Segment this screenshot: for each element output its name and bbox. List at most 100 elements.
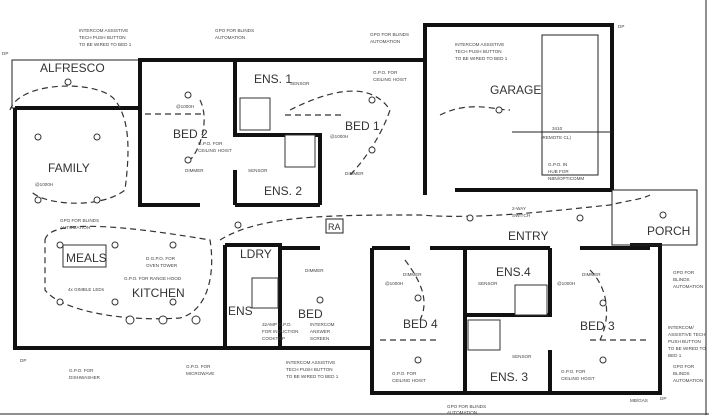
- room-kitchen: KITCHEN: [132, 286, 185, 300]
- note-dp-garage: DP: [618, 24, 624, 29]
- note-oven-2: OVEN TOWER: [146, 263, 178, 268]
- note-remote-dim: 3410: [552, 126, 563, 131]
- note-height-bed3: @1000H: [557, 281, 575, 286]
- annotations: INTERCOM ASSISTIVE TECH PUSH BUTTON TO B…: [2, 24, 706, 415]
- room-bed-2: BED 2: [173, 127, 208, 141]
- note-gimble: 4x GIMBLE LEDs: [68, 287, 105, 292]
- room-meals: MEALS: [66, 251, 107, 265]
- note-intercom-bottom-2: TECH PUSH BUTTON: [286, 367, 333, 372]
- note-hub-1: G.P.O. IN: [548, 162, 567, 167]
- note-intercom-bottom-3: TO BE WIRED TO BED 1: [286, 374, 339, 379]
- note-induction-3: COOKTOP: [262, 336, 285, 341]
- note-hoist-bed1-1: G.P.O. FOR: [373, 70, 398, 75]
- note-hoist-bed1-2: CEILING HOIST: [373, 77, 407, 82]
- return-air-label: RA: [328, 222, 341, 232]
- note-height-bed4: @1000H: [385, 281, 403, 286]
- note-intercom-bottom-1: INTERCOM ASSISTIVE: [286, 360, 335, 365]
- note-blinds-family-1: GPO FOR BLINDS: [60, 218, 99, 223]
- note-blinds-top2-2: AUTOMATION: [370, 39, 400, 44]
- note-answer-3: SCREEN: [310, 336, 329, 341]
- room-ldry: LDRY: [240, 247, 272, 261]
- note-mbgas: MB/GAS: [630, 398, 648, 403]
- note-blinds-r1-2: BLINDS: [673, 277, 690, 282]
- note-switch-2: SWITCH: [512, 213, 530, 218]
- note-dimmer-bed1: DIMMER: [345, 171, 364, 176]
- room-ens-1: ENS. 1: [254, 72, 292, 86]
- walls: [11, 23, 698, 395]
- note-intercom-garage-3: TO BE WIRED TO BED 1: [455, 56, 508, 61]
- note-dishwasher-2: DISHWASHER: [69, 375, 101, 380]
- note-hoist-bed2-1: G.P.O. FOR: [198, 141, 223, 146]
- note-switch-1: 2-WAY: [512, 206, 526, 211]
- note-induction-2: FOR INDUCTION: [262, 329, 299, 334]
- note-hoist-bed3-1: G.P.O. FOR: [561, 369, 586, 374]
- room-ens-2: ENS. 2: [264, 184, 302, 198]
- room-family: FAMILY: [48, 161, 90, 175]
- note-microwave-2: MICROWAVE: [186, 371, 214, 376]
- note-intercom-r-1: INTERCOM/: [668, 325, 694, 330]
- meals-table: [62, 244, 107, 268]
- note-sensor-ens1: SENSOR: [290, 81, 310, 86]
- note-height-bed2: @1000H: [176, 104, 194, 109]
- room-porch: PORCH: [647, 224, 690, 238]
- note-blinds-top2-1: GPO FOR BLINDS: [370, 32, 409, 37]
- room-ens-3: ENS. 3: [490, 370, 528, 384]
- note-blinds-top-1: GPO FOR BLINDS: [215, 28, 254, 33]
- note-hoist-bed3-2: CEILING HOIST: [561, 376, 595, 381]
- room-garage: GARAGE: [490, 83, 541, 97]
- note-intercom-garage-1: INTERCOM ASSISTIVE: [455, 42, 504, 47]
- note-intercom-garage-2: TECH PUSH BUTTON: [455, 49, 502, 54]
- note-dimmer-bed: DIMMER: [305, 268, 324, 273]
- note-hoist-bed4-1: G.P.O. FOR: [392, 371, 417, 376]
- note-sensor-ens2: SENSOR: [248, 168, 268, 173]
- note-hoist-bed4-2: CEILING HOIST: [392, 378, 426, 383]
- note-intercom-r-2: ASSISTIVE TECH: [668, 332, 705, 337]
- note-dp-tl: DP: [2, 51, 8, 56]
- note-hub-3: NBN/OPTICOMM: [548, 176, 584, 181]
- note-blinds-r2-2: BLINDS: [673, 371, 690, 376]
- bathroom-showers: [239, 97, 548, 351]
- note-dimmer-bed4: DIMMER: [403, 272, 422, 277]
- note-answer-2: ANSWER: [310, 329, 331, 334]
- room-ens: ENS: [228, 304, 253, 318]
- note-sensor-ens3: SENSOR: [512, 354, 532, 359]
- note-hub-2: HUB FOR: [548, 169, 569, 174]
- note-height-family: @1000H: [35, 182, 53, 187]
- room-bed: BED: [298, 307, 323, 321]
- note-remote-cl: (REMOTE CL): [541, 135, 571, 140]
- note-blinds-r1-1: GPO FOR: [673, 270, 695, 275]
- room-bed-4: BED 4: [403, 317, 438, 331]
- note-induction-1: 32AMP G.P.O.: [262, 322, 292, 327]
- note-blinds-r1-3: AUTOMATION: [673, 284, 703, 289]
- note-blinds-r2-1: GPO FOR: [673, 364, 695, 369]
- garage-car-space: [512, 34, 612, 176]
- note-dimmer-bed2: DIMMER: [185, 168, 204, 173]
- note-intercom-r-3: PUSH BUTTON: [668, 339, 701, 344]
- note-intercom-r-5: BED 1: [668, 353, 682, 358]
- note-oven-1: D.G.P.O. FOR: [146, 256, 176, 261]
- note-blinds-bottom-2: AUTOMATION: [447, 410, 477, 415]
- room-ens-4: ENS.4: [496, 265, 531, 279]
- note-dp-bl: DP: [20, 358, 26, 363]
- room-entry: ENTRY: [508, 229, 548, 243]
- light-fixtures: [34, 78, 667, 364]
- note-blinds-r2-3: AUTOMATION: [673, 378, 703, 383]
- note-dp-br: DP: [660, 396, 666, 401]
- note-blinds-bottom-1: GPO FOR BLINDS: [447, 404, 486, 409]
- note-hoist-bed2-2: CEILING HOIST: [198, 148, 232, 153]
- note-height-bed1: @1000H: [330, 134, 348, 139]
- note-dishwasher-1: G.P.O. FOR: [69, 368, 94, 373]
- room-bed-3: BED 3: [580, 319, 615, 333]
- note-answer-1: INTERCOM: [310, 322, 335, 327]
- note-blinds-top-2: AUTOMATION: [215, 35, 245, 40]
- note-dimmer-bed3: DIMMER: [582, 272, 601, 277]
- note-sensor-ens4: SENSOR: [478, 281, 498, 286]
- note-intercom-top-2: TECH PUSH BUTTON: [79, 35, 126, 40]
- note-intercom-r-4: TO BE WIRED TO: [668, 346, 706, 351]
- note-range-hood: G.P.O. FOR RANGE HOOD: [124, 276, 182, 281]
- room-bed-1: BED 1: [345, 119, 380, 133]
- note-microwave-1: G.P.O. FOR: [186, 364, 211, 369]
